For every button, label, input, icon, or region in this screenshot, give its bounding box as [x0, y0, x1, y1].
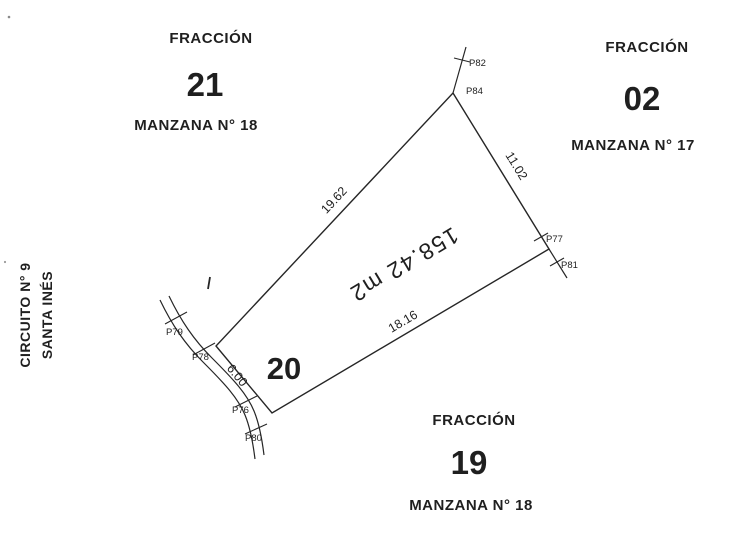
street-name-line1: CIRCUITO N° 9 [17, 262, 33, 367]
point-label-p84: P84 [466, 86, 483, 97]
parcel-area-label: 158.42 m2 [345, 222, 463, 307]
linework [3, 15, 568, 460]
region-bottom: FRACCIÓN 19 MANZANA N° 18 [409, 411, 533, 514]
stray-mark [207, 276, 211, 290]
point-label-p82: P82 [469, 58, 486, 69]
fraccion-02-manzana: MANZANA N° 17 [571, 137, 695, 154]
survey-tick-p82 [453, 57, 471, 63]
survey-points: P82 P84 P77 P81 P79 P78 P76 P80 [166, 58, 578, 444]
measurement-southeast: 18.16 [386, 308, 420, 336]
boundary-extension-north [452, 46, 467, 94]
fraccion-19-number: 19 [451, 444, 488, 481]
survey-tick-p78 [192, 342, 216, 356]
fraccion-21-label: FRACCIÓN [169, 29, 252, 47]
street-name: CIRCUITO N° 9 SANTA INÉS [17, 262, 55, 367]
boundary-extension-east [548, 248, 568, 279]
point-label-p81: P81 [561, 260, 578, 271]
point-label-p79: P79 [166, 327, 183, 338]
parcel-number: 20 [267, 351, 301, 386]
point-label-p78: P78 [192, 352, 209, 363]
fraccion-02-label: FRACCIÓN [605, 38, 688, 56]
survey-tick-p77 [533, 232, 549, 242]
survey-tick-p80 [244, 423, 268, 435]
point-label-p76: P76 [232, 405, 249, 416]
point-label-p80: P80 [245, 433, 262, 444]
scan-speckle [3, 260, 7, 264]
measurement-southwest: 6.00 [224, 362, 250, 390]
parcel-20-boundary [215, 91, 550, 414]
survey-tick-p76 [234, 395, 258, 408]
fraccion-19-label: FRACCIÓN [432, 411, 515, 429]
fraccion-02-number: 02 [624, 80, 661, 117]
measurement-northwest: 19.62 [318, 184, 350, 216]
fraccion-19-manzana: MANZANA N° 18 [409, 497, 533, 514]
street-name-line2: SANTA INÉS [39, 271, 55, 359]
street-edge-outer [159, 299, 256, 460]
scan-speckle [7, 15, 11, 19]
survey-tick-p79 [164, 311, 188, 325]
fraccion-21-manzana: MANZANA N° 18 [134, 117, 258, 134]
measurement-northeast: 11.02 [502, 149, 530, 182]
region-top-left: FRACCIÓN 21 MANZANA N° 18 [134, 29, 258, 134]
fraccion-21-number: 21 [187, 66, 224, 103]
point-label-p77: P77 [546, 234, 563, 245]
region-top-right: FRACCIÓN 02 MANZANA N° 17 [571, 38, 695, 154]
survey-tick-p81 [549, 257, 565, 267]
street-edge-inner [168, 295, 265, 456]
